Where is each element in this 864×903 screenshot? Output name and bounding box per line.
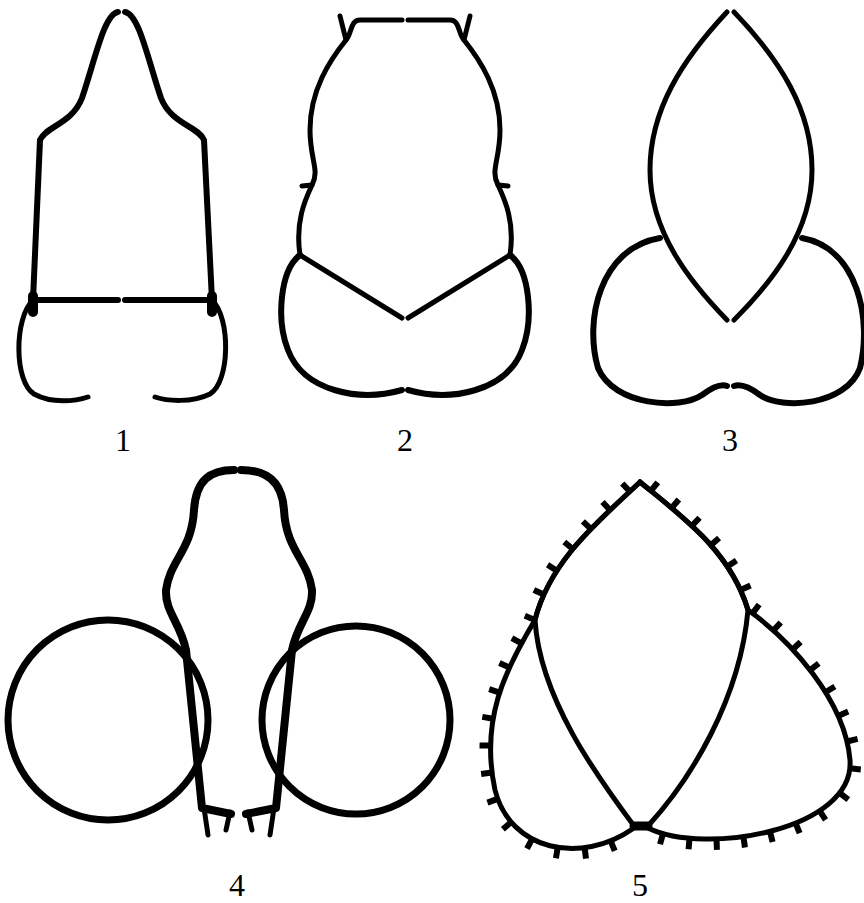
spine: [796, 823, 800, 833]
spine: [482, 717, 493, 719]
spine: [840, 793, 849, 800]
section-figure-1: [19, 12, 226, 401]
spine: [527, 839, 532, 849]
figure-number: 5: [632, 869, 648, 901]
spine: [692, 518, 700, 526]
spine: [651, 482, 658, 491]
spine: [727, 560, 736, 566]
figure-number: 2: [397, 424, 413, 456]
spine: [740, 585, 750, 590]
spine: [622, 484, 629, 492]
spine: [525, 616, 535, 620]
spine: [850, 768, 861, 769]
section-figure-2: [281, 16, 529, 395]
spine: [564, 542, 572, 549]
spine: [585, 848, 586, 859]
figure-number: 1: [115, 424, 131, 456]
spine: [770, 831, 773, 842]
spine: [686, 838, 693, 849]
spine: [489, 689, 499, 692]
spine: [711, 538, 719, 545]
spine: [602, 502, 610, 510]
spine: [487, 799, 497, 803]
spine: [556, 847, 558, 858]
spine: [838, 712, 848, 716]
spine: [583, 521, 591, 529]
spine: [825, 686, 834, 692]
spine: [611, 841, 615, 851]
spine: [660, 834, 663, 845]
spine: [820, 811, 826, 820]
spine: [512, 638, 522, 643]
spine: [743, 837, 745, 848]
section-figure-3: [593, 12, 864, 403]
spine: [753, 605, 760, 614]
spine: [499, 663, 509, 668]
spine: [548, 565, 557, 571]
spine: [793, 642, 801, 649]
section-figure-4: [8, 470, 450, 835]
spine: [534, 590, 544, 595]
spine: [503, 822, 511, 829]
figure-number: 4: [229, 869, 245, 901]
section-figure-5: [491, 482, 851, 849]
spine: [672, 500, 679, 508]
figure-number: 3: [722, 424, 738, 456]
spine: [481, 773, 492, 774]
spine: [714, 839, 720, 850]
spine: [847, 739, 858, 742]
spine: [773, 622, 780, 630]
spine: [810, 663, 819, 670]
spine: [480, 742, 491, 748]
